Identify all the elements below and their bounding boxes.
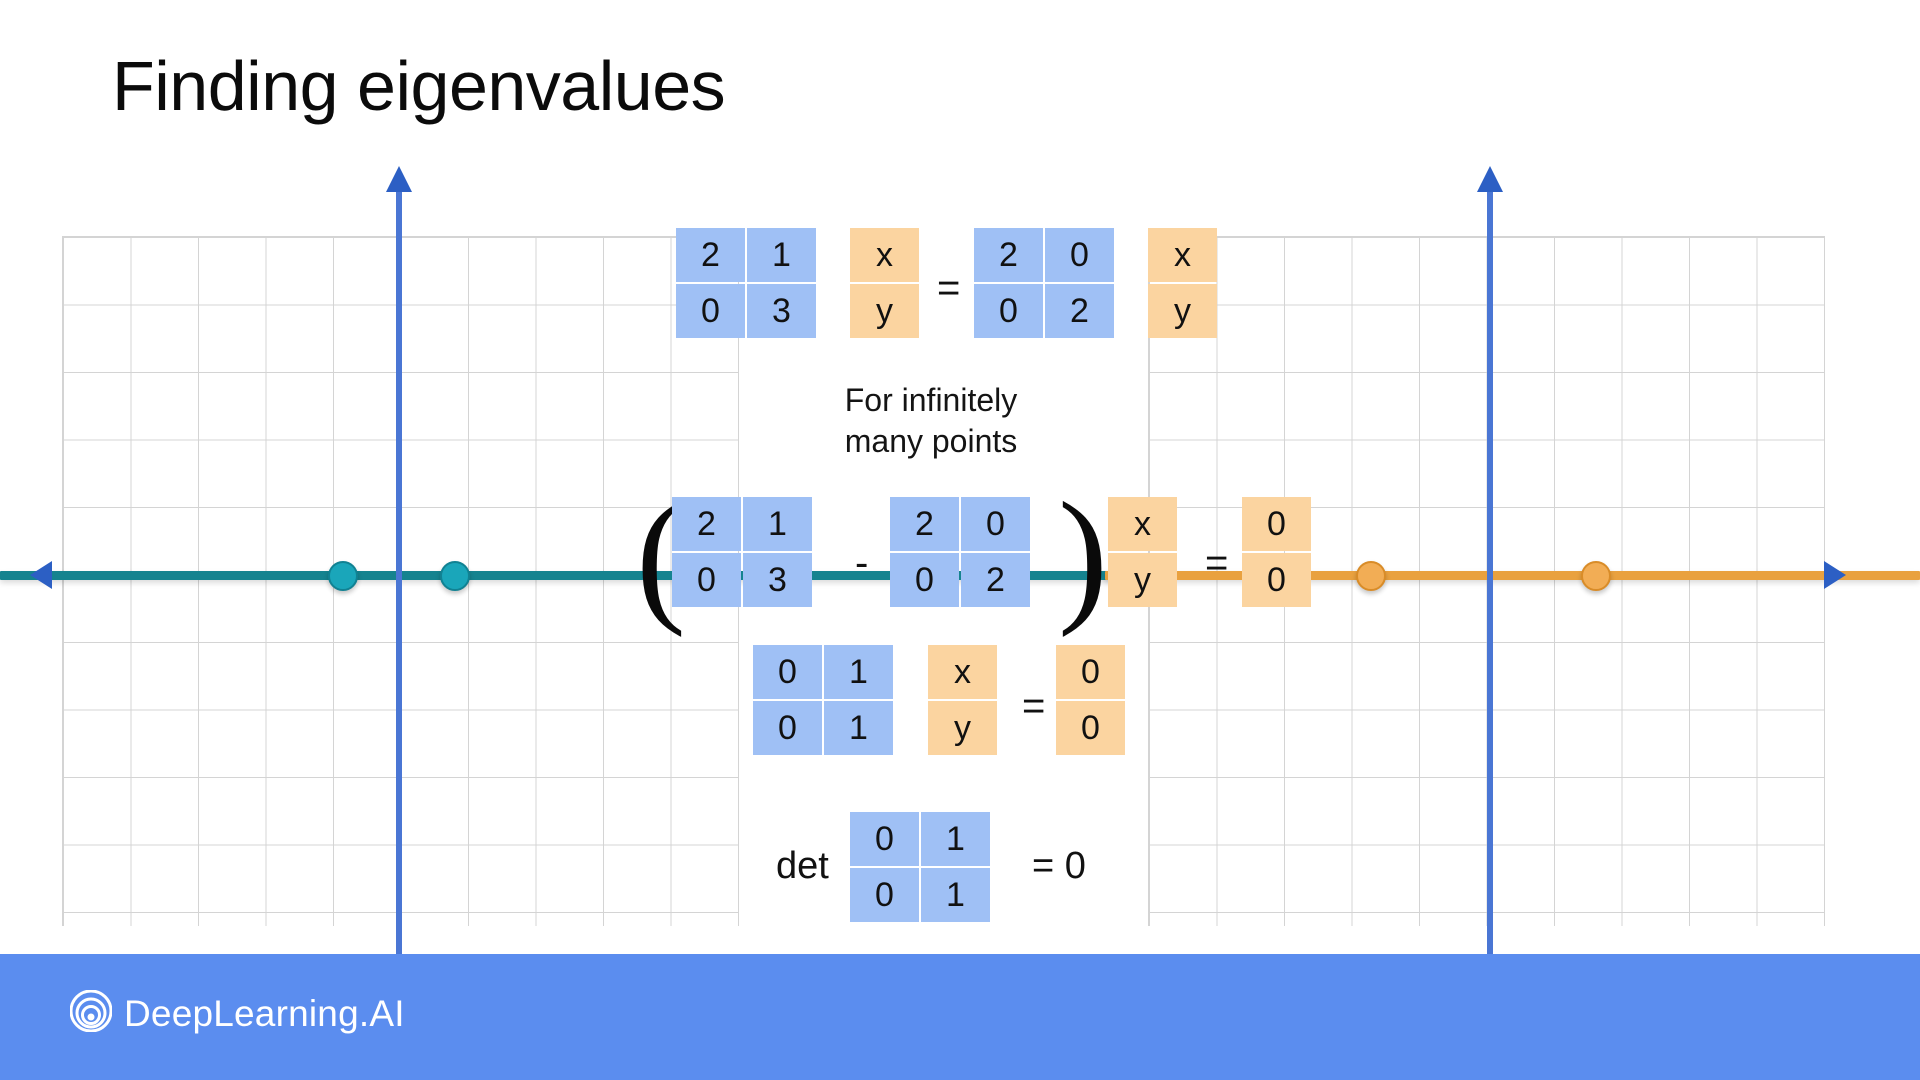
eigen-point-teal-1 (328, 561, 358, 591)
spiral-logo-icon (69, 989, 113, 1037)
eq2-equals-sign: = (1205, 541, 1229, 585)
matrix-cell: 2 (676, 228, 745, 282)
vector-cell: y (1148, 284, 1217, 338)
matrix-cell: 3 (743, 553, 812, 607)
vector-cell: 0 (1242, 553, 1311, 607)
vector-cell: 0 (1056, 645, 1125, 699)
vector-cell: y (928, 701, 997, 755)
vector-cell: 0 (1056, 701, 1125, 755)
infinitely-many-points-note: For infinitely many points (844, 382, 1018, 459)
vector-cell: y (850, 284, 919, 338)
vector-cell: x (928, 645, 997, 699)
eigen-point-teal-2 (440, 561, 470, 591)
eq3-vector-v: x y (928, 645, 997, 755)
matrix-cell: 0 (753, 645, 822, 699)
arrow-right-icon (1824, 561, 1846, 589)
matrix-cell: 2 (1045, 284, 1114, 338)
matrix-cell: 0 (961, 497, 1030, 551)
det-label: det (776, 845, 829, 887)
vector-cell: 0 (1242, 497, 1311, 551)
vector-cell: x (1148, 228, 1217, 282)
vertical-axis-left (396, 192, 402, 977)
arrow-up-icon-left (386, 166, 412, 192)
matrix-cell: 0 (890, 553, 959, 607)
eq2-matrix-a: 2 0 1 3 (672, 497, 812, 607)
matrix-cell: 1 (824, 701, 893, 755)
matrix-cell: 3 (747, 284, 816, 338)
eq2-close-paren: ) (1058, 472, 1108, 638)
eq3-vector-zero: 0 0 (1056, 645, 1125, 755)
eq3-equals-sign: = (1022, 684, 1046, 728)
matrix-cell: 2 (974, 228, 1043, 282)
eq2-vector-v: x y (1108, 497, 1177, 607)
matrix-cell: 1 (921, 868, 990, 922)
matrix-cell: 1 (824, 645, 893, 699)
horizontal-axis-orange (1105, 571, 1920, 580)
eq2-vector-zero: 0 0 (1242, 497, 1311, 607)
arrow-up-icon-right (1477, 166, 1503, 192)
eq1-vector-v2: x y (1148, 228, 1217, 338)
brand-name: DeepLearning.AI (124, 992, 405, 1034)
vertical-axis-right (1487, 192, 1493, 977)
eq1-matrix-a: 2 0 1 3 (676, 228, 816, 338)
eigen-point-orange-2 (1581, 561, 1611, 591)
eq2-matrix-lambda-i: 2 0 0 2 (890, 497, 1030, 607)
matrix-cell: 0 (850, 868, 919, 922)
vector-cell: y (1108, 553, 1177, 607)
matrix-cell: 0 (850, 812, 919, 866)
vector-cell: x (850, 228, 919, 282)
eq2-minus-sign: - (855, 541, 869, 585)
page-title: Finding eigenvalues (112, 47, 726, 125)
eq1-equals-sign: = (937, 266, 961, 310)
matrix-cell: 0 (974, 284, 1043, 338)
matrix-cell: 2 (961, 553, 1030, 607)
matrix-cell: 0 (672, 553, 741, 607)
horizontal-axis-teal (0, 571, 1115, 580)
matrix-cell: 1 (921, 812, 990, 866)
eq3-matrix: 0 0 1 1 (753, 645, 893, 755)
vector-cell: x (1108, 497, 1177, 551)
matrix-cell: 1 (747, 228, 816, 282)
matrix-cell: 2 (672, 497, 741, 551)
eq4-matrix: 0 0 1 1 (850, 812, 990, 922)
eigen-point-orange-1 (1356, 561, 1386, 591)
matrix-cell: 0 (753, 701, 822, 755)
matrix-cell: 0 (676, 284, 745, 338)
matrix-cell: 0 (1045, 228, 1114, 282)
arrow-left-icon (30, 561, 52, 589)
det-result: = 0 (1032, 845, 1086, 887)
eq1-matrix-lambda: 2 0 0 2 (974, 228, 1114, 338)
brand: DeepLearning.AI (69, 989, 405, 1037)
eq1-vector-v: x y (850, 228, 919, 338)
matrix-cell: 1 (743, 497, 812, 551)
footer-bar: DeepLearning.AI (0, 954, 1920, 1080)
matrix-cell: 2 (890, 497, 959, 551)
